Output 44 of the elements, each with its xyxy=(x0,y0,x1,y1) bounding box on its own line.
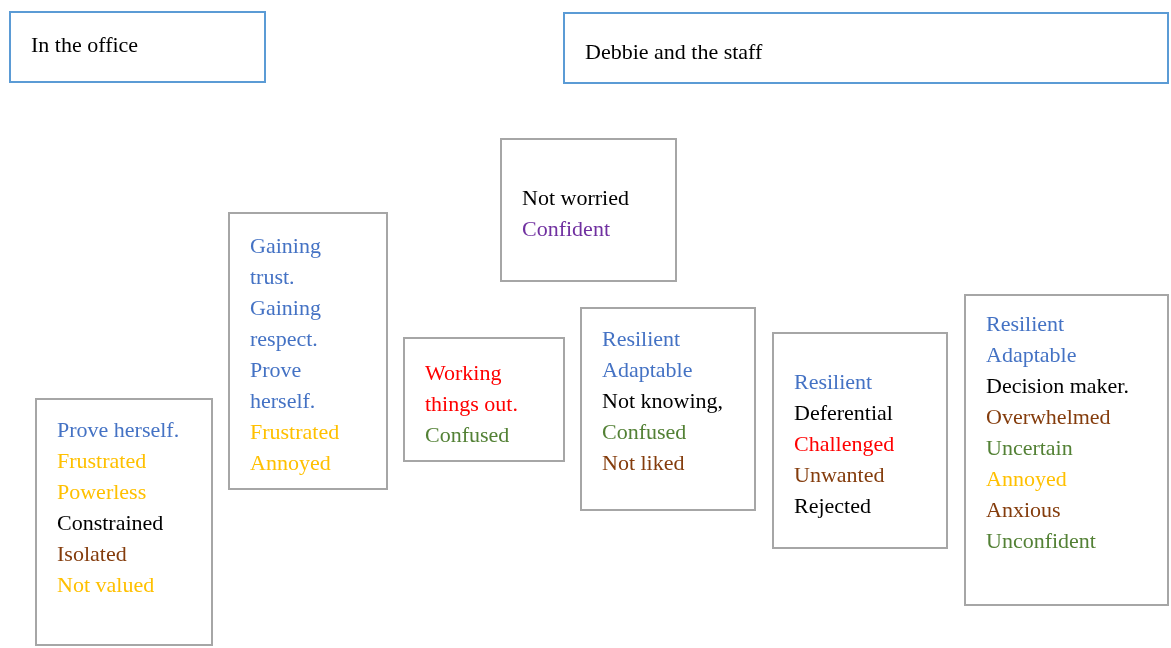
feeling-text: Challenged xyxy=(794,430,896,458)
feeling-text: Resilient xyxy=(602,325,682,353)
feeling-text: Confused xyxy=(602,418,688,446)
feeling-text: Annoyed xyxy=(986,465,1068,493)
feeling-text: Adaptable xyxy=(986,341,1078,369)
feeling-text: Deferential xyxy=(794,399,894,427)
feeling-text: Powerless xyxy=(57,478,148,506)
feeling-text: Not valued xyxy=(57,571,156,599)
text-box xyxy=(228,212,388,490)
feeling-text: Not worried xyxy=(522,184,630,212)
feeling-text: Rejected xyxy=(794,492,872,520)
feeling-text: Frustrated xyxy=(250,418,341,446)
feeling-text: Annoyed xyxy=(250,449,332,477)
feeling-text: Prove herself. xyxy=(57,416,181,444)
feeling-text: Gaining respect. xyxy=(250,294,322,353)
feeling-text: Anxious xyxy=(986,496,1062,524)
feeling-text: Confident xyxy=(522,215,611,243)
feeling-text: Resilient xyxy=(794,368,874,396)
text-box xyxy=(35,398,213,646)
feeling-text: Uncertain xyxy=(986,434,1074,462)
text-box xyxy=(500,138,677,282)
feeling-text: Isolated xyxy=(57,540,128,568)
feeling-text: Not liked xyxy=(602,449,686,477)
feeling-text: Unconfident xyxy=(986,527,1097,555)
feeling-text: Constrained xyxy=(57,509,165,537)
text-box xyxy=(580,307,756,511)
feeling-text: Frustrated xyxy=(57,447,148,475)
heading-text: Debbie and the staff xyxy=(585,38,764,66)
heading-box xyxy=(563,12,1169,84)
heading-box xyxy=(9,11,266,83)
feeling-text: Adaptable xyxy=(602,356,694,384)
feeling-text: Gaining trust. xyxy=(250,232,322,291)
feeling-text: Prove herself. xyxy=(250,356,317,415)
feeling-text: Overwhelmed xyxy=(986,403,1112,431)
text-box xyxy=(964,294,1169,606)
feeling-text: Confused xyxy=(425,421,511,449)
text-box xyxy=(772,332,948,549)
feeling-text: Resilient xyxy=(986,310,1066,338)
feeling-text: Decision maker. xyxy=(986,372,1130,400)
feeling-text: Not knowing, xyxy=(602,387,724,415)
feeling-text: Unwanted xyxy=(794,461,886,489)
text-box xyxy=(403,337,565,462)
heading-text: In the office xyxy=(31,31,140,59)
feeling-text: Working things out. xyxy=(425,359,519,418)
